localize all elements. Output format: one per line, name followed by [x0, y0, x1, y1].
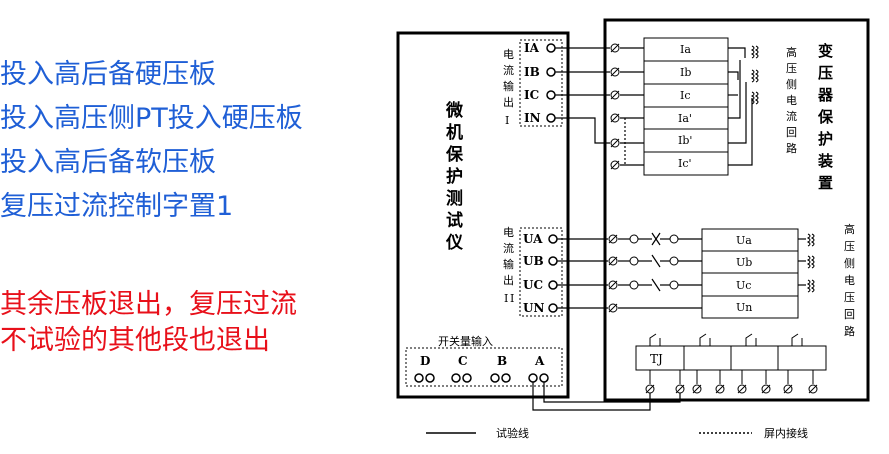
cell-ib2: Ib': [678, 134, 692, 147]
svg-text:流: 流: [503, 241, 514, 255]
svg-text:流: 流: [503, 63, 514, 77]
current-cells: [643, 37, 729, 176]
instruction-line-2: 投入高压侧PT投入硬压板: [0, 103, 303, 134]
cell-ia: Ia: [680, 43, 691, 56]
current-output-label: 电 流 输 出 I: [503, 48, 514, 127]
cell-ic: Ic: [680, 89, 691, 102]
svg-text:输: 输: [503, 257, 514, 271]
svg-text:压: 压: [786, 62, 797, 75]
legend-internal-wire: 屏内接线: [764, 426, 808, 440]
note-line-1: 其余压板退出，复压过流: [0, 289, 297, 320]
svg-text:侧: 侧: [844, 257, 855, 270]
current-terminals: IA IB IC IN: [524, 41, 556, 125]
tester-box: [396, 31, 570, 399]
svg-text:压: 压: [844, 291, 855, 304]
device-box: [603, 18, 870, 402]
svg-text:护: 护: [818, 130, 833, 148]
svg-text:保: 保: [817, 108, 834, 126]
svg-text:流: 流: [786, 109, 797, 123]
svg-text:出: 出: [503, 273, 514, 287]
cell-ib: Ib: [680, 66, 691, 79]
current-loop-label: 高 压 侧 电 流 回 路: [786, 45, 797, 155]
terminal-ib: IB: [524, 65, 540, 79]
svg-text:出: 出: [503, 95, 514, 109]
voltage-loop-label: 高 压 侧 电 压 回 路: [844, 222, 855, 338]
svg-text:电: 电: [844, 274, 855, 287]
svg-text:路: 路: [786, 142, 797, 155]
device-title: 变 压 器 保 护 装 置: [817, 42, 834, 192]
legend-test-wire: 试验线: [496, 426, 529, 440]
svg-text:保: 保: [445, 144, 464, 165]
svg-text:机: 机: [446, 122, 463, 143]
cell-ua: Ua: [736, 234, 752, 247]
instruction-line-3: 投入高后备软压板: [0, 147, 216, 178]
svg-text:回: 回: [786, 126, 797, 139]
terminal-ua: UA: [523, 232, 543, 246]
voltage-cells: [701, 228, 799, 319]
svg-text:高: 高: [844, 222, 855, 236]
svg-text:测: 测: [446, 188, 463, 209]
svg-text:压: 压: [844, 240, 855, 253]
svg-text:I: I: [510, 292, 514, 305]
svg-text:高: 高: [786, 45, 797, 59]
svg-text:D: D: [420, 354, 430, 368]
voltage-terminals: UA UB UC UN: [523, 232, 558, 315]
terminal-ia: IA: [524, 41, 540, 55]
cell-un: Un: [736, 301, 752, 314]
trip-relay-label: TJ: [650, 352, 663, 366]
terminal-uc: UC: [523, 278, 543, 292]
svg-text:侧: 侧: [786, 78, 797, 91]
svg-text:B: B: [497, 354, 507, 368]
svg-text:C: C: [458, 354, 468, 368]
instruction-line-1: 投入高后备硬压板: [0, 59, 216, 90]
cell-uc: Uc: [736, 279, 751, 292]
terminal-ic: IC: [524, 88, 539, 102]
svg-text:路: 路: [844, 325, 855, 338]
cell-ic2: Ic': [678, 157, 692, 170]
instruction-line-4: 复压过流控制字置1: [0, 191, 234, 222]
cell-ia2: Ia': [678, 112, 692, 125]
terminal-un: UN: [523, 301, 544, 315]
tester-title: 微 机 保 护 测 试 仪: [445, 100, 464, 253]
svg-text:A: A: [534, 354, 545, 368]
cell-ub: Ub: [736, 256, 752, 269]
svg-text:试: 试: [446, 211, 463, 231]
svg-text:变: 变: [818, 42, 833, 60]
svg-text:置: 置: [818, 174, 833, 192]
terminal-ub: UB: [523, 254, 544, 268]
svg-text:装: 装: [817, 152, 834, 170]
svg-text:压: 压: [818, 64, 833, 82]
svg-text:微: 微: [445, 100, 464, 121]
svg-text:输: 输: [503, 79, 514, 93]
svg-text:电: 电: [503, 48, 514, 61]
svg-text:电: 电: [786, 94, 797, 107]
svg-text:护: 护: [446, 166, 463, 187]
svg-text:仪: 仪: [445, 233, 464, 253]
svg-text:电: 电: [503, 226, 514, 239]
svg-text:I: I: [505, 114, 509, 127]
svg-text:器: 器: [817, 86, 834, 104]
svg-text:回: 回: [844, 308, 855, 321]
switch-terminals: D C B A: [414, 354, 549, 383]
note-line-2: 不试验的其他段也退出: [0, 325, 270, 356]
voltage-output-label: 电 流 输 出 I I: [503, 226, 514, 305]
svg-text:I: I: [504, 292, 508, 305]
terminal-in: IN: [524, 111, 541, 125]
switch-input-label: 开关量输入: [438, 334, 493, 348]
